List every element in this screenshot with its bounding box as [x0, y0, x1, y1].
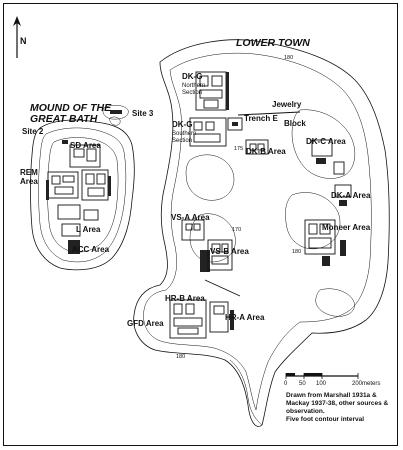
l-area-label: L Area	[76, 225, 101, 234]
dka-area-label: DK-A Area	[331, 191, 371, 200]
contour-label-175: 175	[234, 146, 243, 152]
scale-tick-0: 0	[284, 381, 288, 387]
scale-bar	[285, 373, 359, 379]
sd-area-label: SD Area	[70, 141, 101, 150]
rem-area-label-2: Area	[20, 177, 38, 186]
lower-town-mound	[133, 39, 390, 427]
north-arrow-icon	[13, 16, 21, 58]
dkg-north-label-2: Northern	[182, 83, 205, 89]
contour-label-170: 170	[232, 227, 241, 233]
dkb-area-label: DK-B Area	[246, 147, 286, 156]
vsa-area-label: VS-A Area	[171, 213, 210, 222]
note-line-4: Five foot contour interval	[286, 416, 364, 423]
trench-e-label: Trench E	[244, 114, 278, 123]
mound-title-line2: GREAT BATH	[30, 113, 98, 125]
dkg-south-label-3: Section	[172, 138, 192, 144]
map-frame	[3, 3, 398, 446]
note-line-3: observation.	[286, 408, 325, 415]
mound-title-line1: MOUND OF THE	[30, 102, 112, 114]
vsb-area-label: VS-B Area	[210, 247, 249, 256]
contour-label-180b: 180	[292, 249, 301, 255]
contour-label-180a: 180	[284, 55, 293, 61]
acc-area-label: ACC Area	[72, 245, 110, 254]
contour-label-180c: 180	[176, 354, 185, 360]
site3-label: Site 3	[132, 109, 154, 118]
dkg-north-label-1: DK-G	[182, 72, 202, 81]
scale-tick-50: 50	[299, 381, 306, 387]
dkg-south-label-1: DK-G	[172, 120, 192, 129]
site3-structure	[102, 105, 129, 120]
hrb-area-label: HR-B Area	[165, 294, 205, 303]
scale-unit: meters	[362, 381, 380, 387]
lower-town-title: LOWER TOWN	[236, 37, 310, 49]
block-label: Block	[284, 119, 306, 128]
hra-area-label: HR-A Area	[225, 313, 265, 322]
citadel-structures	[46, 140, 111, 254]
note-line-1: Drawn from Marshall 1931a &	[286, 392, 377, 399]
scale-tick-200: 200	[352, 381, 363, 387]
site2-label: Site 2	[22, 127, 44, 136]
gfd-area-label: GFD Area	[127, 319, 164, 328]
moneer-area-label: Moneer Area	[322, 223, 371, 232]
north-label: N	[20, 36, 27, 46]
jewelry-label: Jewelry	[272, 100, 302, 109]
rem-area-label-1: REM	[20, 168, 38, 177]
dkg-south-label-2: Southern	[172, 131, 196, 137]
scale-tick-100: 100	[316, 381, 327, 387]
dkg-north-label-3: Section	[182, 90, 202, 96]
note-line-2: Mackay 1937-38, other sources &	[286, 400, 389, 407]
lower-town-structures	[169, 71, 352, 339]
dkc-area-label: DK-C Area	[306, 137, 346, 146]
